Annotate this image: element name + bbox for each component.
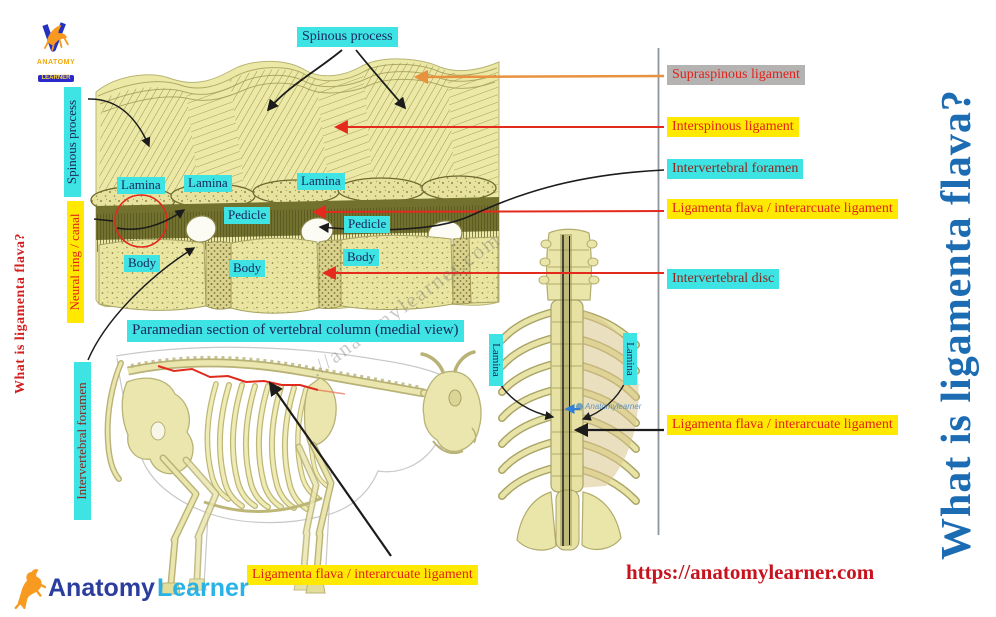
label-neural-ring-canal: Neural ring / canal: [67, 201, 84, 323]
label-ligamenta-flava-bottom: Ligamenta flava / interarcuate ligament: [247, 565, 478, 586]
cow-scapula: [303, 377, 337, 446]
title-right-vertical: What is ligamenta flava?: [934, 89, 980, 560]
label-pedicle-1: Pedicle: [224, 207, 271, 224]
label-ligamenta-flava-1: Ligamenta flava / interarcuate ligament: [667, 199, 898, 220]
dorsal-watermark: Anatomylearner: [576, 402, 641, 411]
label-dorsal-lamina-left: Lamina: [488, 334, 503, 386]
dorsal-pelvis-right: [581, 491, 622, 551]
arrow-neural-canal: [116, 209, 186, 230]
label-intervertebral-foramen-right: Intervertebral foramen: [667, 159, 804, 180]
label-body-3: Body: [343, 249, 380, 266]
label-lamina-3: Lamina: [297, 173, 345, 190]
cow-horn-right: [453, 350, 476, 373]
arrow-ligamenta-flava: [311, 204, 665, 219]
logo-top-anatomy-text: ANATOMY: [36, 58, 76, 66]
arrow-spinous-top-right: [355, 49, 407, 110]
logo-anatomy-text: Anatomy: [48, 573, 155, 602]
cow-jaw: [432, 440, 464, 455]
dorsal-midline-strip: [560, 234, 572, 546]
logo-top-learner-text: LEARNER: [38, 75, 74, 82]
line-neural-ring: [93, 218, 114, 222]
cow-spine-red-highlight: [157, 365, 319, 391]
label-spinous-process-top: Spinous process: [297, 27, 398, 48]
label-body-1: Body: [124, 255, 161, 272]
question-left-vertical: What is ligamenta flava?: [13, 233, 28, 394]
label-lamina-2: Lamina: [184, 175, 232, 192]
deer-logo-icon-top: [42, 22, 69, 52]
arrow-cow-ligamenta: [268, 381, 392, 557]
arrow-spinous-top-left: [266, 49, 343, 112]
dorsal-pelvis-left: [516, 491, 557, 551]
label-supraspinous-ligament: Supraspinous ligament: [667, 65, 805, 86]
label-interspinous-ligament: Interspinous ligament: [667, 117, 799, 138]
arrow-supraspinous: [413, 69, 665, 85]
section-caption: Paramedian section of vertebral column (…: [127, 320, 464, 342]
label-lamina-1: Lamina: [117, 177, 165, 194]
cow-hind-leg-far: [182, 456, 220, 591]
curve-spinous-left: [87, 98, 151, 148]
deer-logo-icon-bottom: [14, 569, 46, 610]
cow-skull: [422, 370, 482, 453]
logo-learner-text: Learner: [156, 573, 249, 602]
watermark-small-text: Anatomylearner: [585, 402, 642, 411]
cow-nostril: [471, 427, 477, 444]
label-spinous-process-left: Spinous process: [64, 87, 81, 197]
curve-foramen-left: [87, 247, 196, 361]
dorsal-spine-illustration: [502, 228, 639, 551]
cow-eye-socket: [448, 389, 462, 407]
cow-skeleton-illustration: [104, 346, 482, 595]
watermark-logo-dot: [576, 403, 583, 410]
label-ligamenta-flava-2: Ligamenta flava / interarcuate ligament: [667, 415, 898, 436]
spinous-hatching: [99, 62, 498, 196]
label-pedicle-2: Pedicle: [344, 216, 391, 233]
label-intervertebral-foramen-left: Intervertebral foramen: [74, 362, 91, 520]
vertebral-section-illustration: [90, 58, 500, 314]
website-url: https://anatomylearner.com: [626, 560, 875, 584]
label-body-2: Body: [229, 260, 266, 277]
cow-hind-leg-near: [159, 454, 200, 595]
label-dorsal-lamina-right: Lamina: [622, 333, 637, 385]
cow-front-leg-far: [293, 443, 320, 591]
anatomylearner-logo-top: ANATOMY LEARNER: [30, 20, 82, 84]
cow-horn-left: [420, 352, 445, 374]
label-intervertebral-disc: Intervertebral disc: [667, 269, 780, 290]
